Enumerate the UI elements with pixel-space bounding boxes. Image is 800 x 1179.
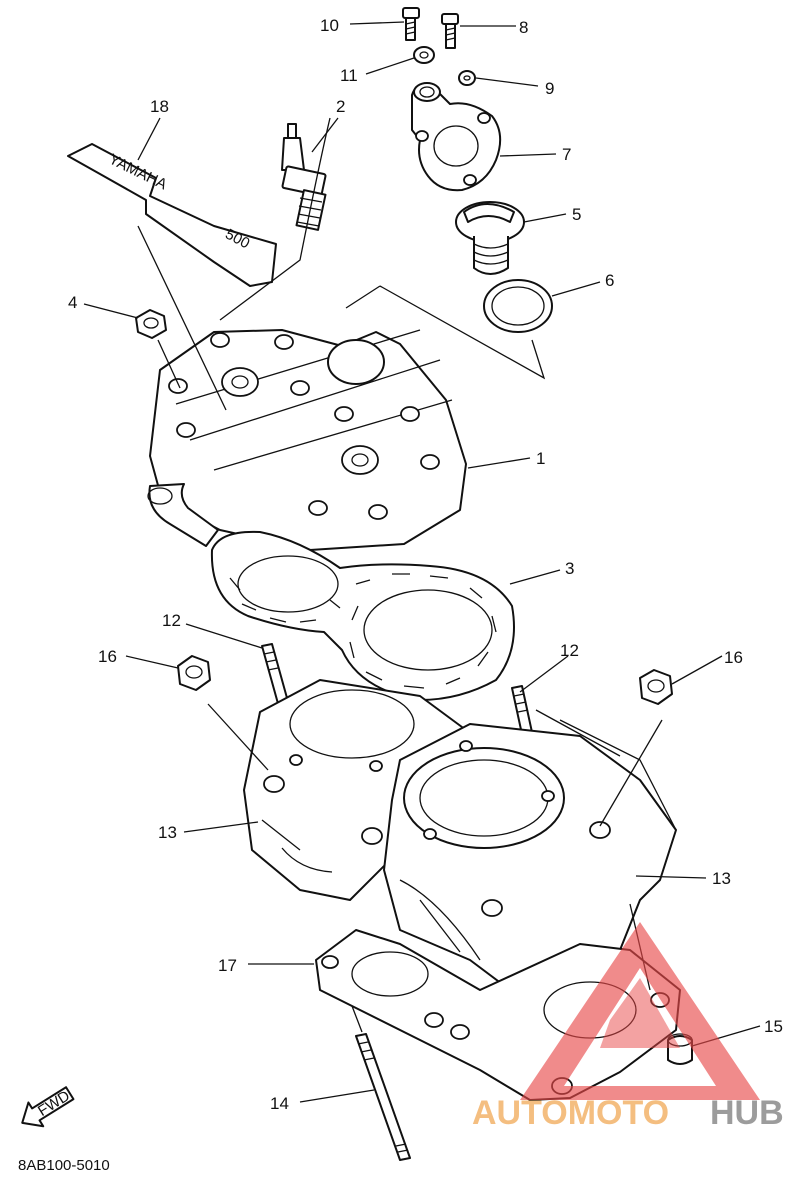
decal-plate-18: YAMAHA 500	[67, 143, 277, 287]
part-code: 8AB100-5010	[18, 1157, 110, 1174]
callout-16-right: 16	[724, 648, 743, 667]
head-gasket-3	[210, 530, 515, 701]
watermark-auto: AUTOMOTO	[472, 1094, 669, 1132]
callout-12-right: 12	[560, 641, 579, 660]
watermark-hub: HUB	[710, 1094, 784, 1132]
callout-1: 1	[536, 449, 545, 468]
callout-14: 14	[270, 1094, 289, 1113]
thermostat-cover-7	[411, 82, 502, 192]
callout-2: 2	[336, 97, 345, 116]
bolt-10	[402, 7, 420, 41]
callout-15: 15	[764, 1017, 783, 1036]
callout-7: 7	[562, 145, 571, 164]
callout-17: 17	[218, 956, 237, 975]
callout-16-left: 16	[98, 647, 117, 666]
callout-13-right: 13	[712, 869, 731, 888]
watermark: AUTOMOTO HUB	[472, 922, 784, 1132]
watermark-triangle-icon	[520, 922, 760, 1100]
callout-9: 9	[545, 79, 554, 98]
callout-18: 18	[150, 97, 169, 116]
callout-numbers: 10 8 11 9 18 2 7 5 6 4 1 3 12 12 16 16 1…	[68, 16, 783, 1113]
o-ring-6	[483, 279, 553, 333]
bolt-8	[441, 13, 459, 49]
callout-leaders	[83, 21, 761, 1103]
nut-4	[135, 309, 167, 339]
callout-13-left: 13	[158, 823, 177, 842]
washer-9	[458, 70, 476, 86]
callout-11: 11	[340, 66, 358, 85]
fwd-arrow: FWD	[21, 1086, 75, 1128]
cylinder-13-right	[383, 709, 677, 1001]
callout-5: 5	[572, 205, 581, 224]
callout-12-left: 12	[162, 611, 181, 630]
washer-11	[413, 46, 435, 64]
callout-10: 10	[320, 16, 339, 35]
stud-bolt-14	[355, 1033, 411, 1161]
callout-3: 3	[565, 559, 574, 578]
cylinder-13-left	[243, 679, 467, 901]
nut-16-right	[639, 669, 673, 705]
cylinder-head-1	[147, 329, 467, 551]
callout-4: 4	[68, 293, 77, 312]
callout-8: 8	[519, 18, 528, 37]
thermostat-5	[455, 201, 525, 275]
callout-6: 6	[605, 271, 614, 290]
nut-16-left	[177, 655, 211, 691]
spark-plug-2	[281, 123, 327, 231]
